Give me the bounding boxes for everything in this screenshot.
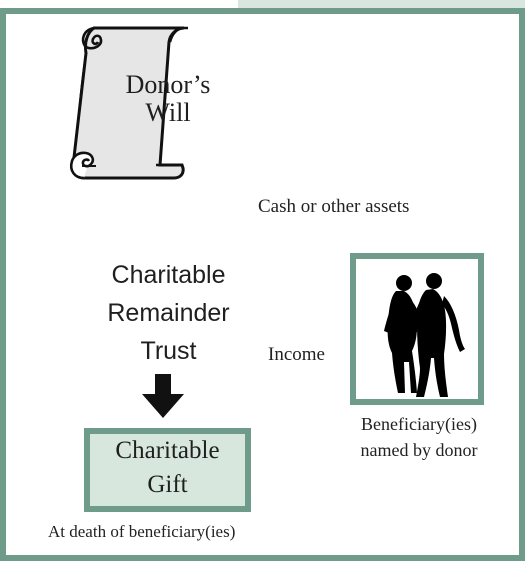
charitable-gift-text: Charitable Gift	[84, 434, 251, 502]
scroll-icon	[69, 26, 188, 180]
donor-will-scroll	[66, 20, 190, 180]
gift-line-1: Charitable	[115, 437, 220, 464]
beneficiary-image-box	[350, 253, 484, 405]
trust-line-1: Charitable	[111, 261, 226, 289]
beneficiary-label: Beneficiary(ies) named by donor	[334, 411, 504, 463]
donor-will-line-2: Will	[145, 98, 191, 127]
top-strip	[0, 0, 238, 8]
donor-will-text: Donor’s Will	[118, 71, 218, 127]
couple-silhouette-icon	[384, 273, 465, 397]
down-arrow-icon	[142, 374, 184, 418]
beneficiary-line-2: named by donor	[360, 440, 478, 460]
income-label: Income	[268, 344, 325, 365]
trust-line-2: Remainder	[107, 299, 230, 327]
charitable-remainder-trust-text: Charitable Remainder Trust	[89, 256, 248, 370]
donor-will-line-1: Donor’s	[125, 70, 211, 99]
death-beneficiary-label: At death of beneficiary(ies)	[48, 522, 236, 541]
trust-line-3: Trust	[140, 337, 197, 365]
gift-line-2: Gift	[147, 471, 188, 498]
charitable-gift-box	[84, 428, 251, 512]
cash-assets-label: Cash or other assets	[258, 196, 410, 217]
beneficiary-line-1: Beneficiary(ies)	[361, 414, 477, 434]
